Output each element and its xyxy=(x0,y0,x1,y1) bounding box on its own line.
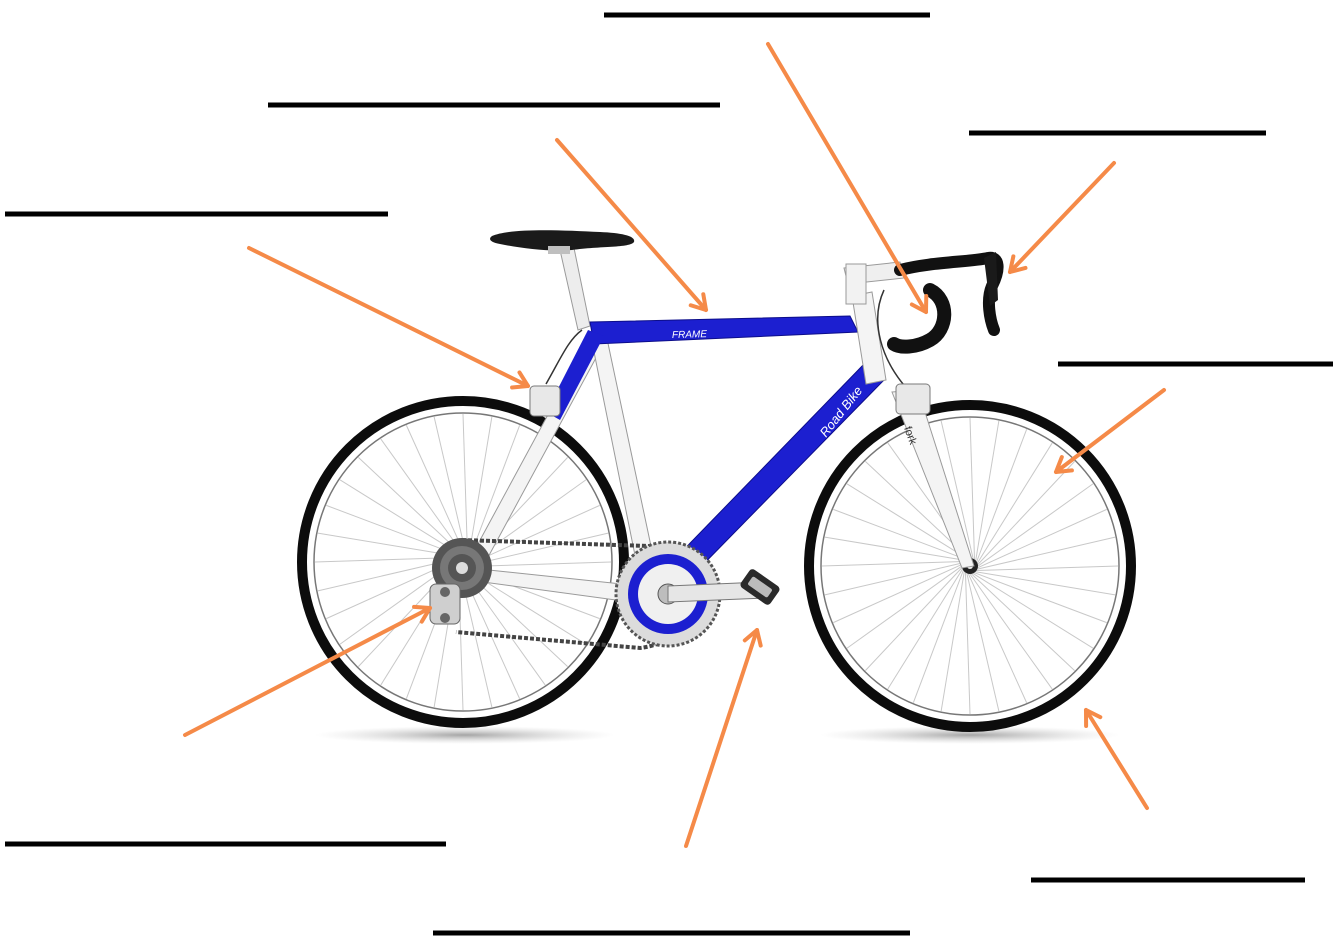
spoke xyxy=(970,418,975,559)
pointer-arrows xyxy=(185,44,1164,846)
arrow-brake xyxy=(249,248,528,387)
seat-post xyxy=(560,248,590,330)
arrow-tyre xyxy=(1086,710,1147,808)
spoke xyxy=(968,574,1026,703)
arrow-pedal xyxy=(686,630,761,846)
arrow-spokes xyxy=(1056,390,1164,472)
spoke xyxy=(971,574,1074,671)
frame-label: FRAME xyxy=(672,329,708,341)
spoke xyxy=(941,572,964,712)
front-brake xyxy=(896,384,930,414)
spoke xyxy=(977,566,1118,571)
spoke xyxy=(865,567,962,670)
spoke xyxy=(822,561,963,566)
spoke xyxy=(976,572,1116,595)
spoke xyxy=(825,563,963,595)
rear-wheel-shadow xyxy=(315,726,615,744)
spoke xyxy=(833,564,962,622)
spoke xyxy=(978,484,1093,566)
spoke xyxy=(978,461,1075,564)
rear-brake xyxy=(530,386,560,416)
arrow-derailleur xyxy=(185,607,430,735)
top-tube xyxy=(590,316,858,344)
saddle-clamp xyxy=(548,246,570,254)
head-tube xyxy=(852,292,886,384)
spoke xyxy=(978,509,1107,567)
spoke xyxy=(434,417,466,555)
spoke xyxy=(825,537,965,560)
rear-derailleur xyxy=(430,584,460,624)
spoke xyxy=(406,425,464,554)
spoke xyxy=(847,566,962,648)
arrow-brake-lever xyxy=(1010,163,1114,272)
steerer xyxy=(846,264,866,304)
pedal xyxy=(739,568,781,607)
spoke xyxy=(970,574,1052,689)
spoke xyxy=(463,414,468,555)
spoke xyxy=(967,573,999,711)
spoke xyxy=(965,573,970,714)
spoke xyxy=(381,439,463,554)
spoke xyxy=(976,421,999,561)
answer-lines xyxy=(5,15,1333,933)
spoke xyxy=(977,537,1115,569)
spoke xyxy=(358,457,461,554)
